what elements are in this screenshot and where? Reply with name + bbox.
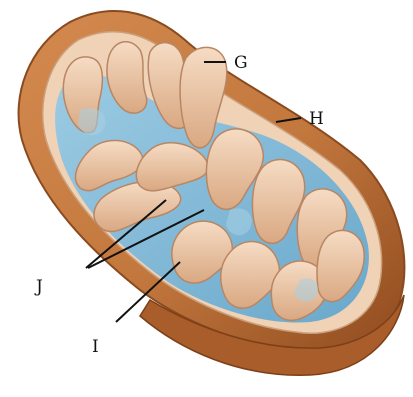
label-G: G	[234, 53, 248, 73]
label-I: I	[92, 337, 99, 357]
label-H: H	[309, 109, 324, 129]
label-J: J	[34, 277, 43, 297]
